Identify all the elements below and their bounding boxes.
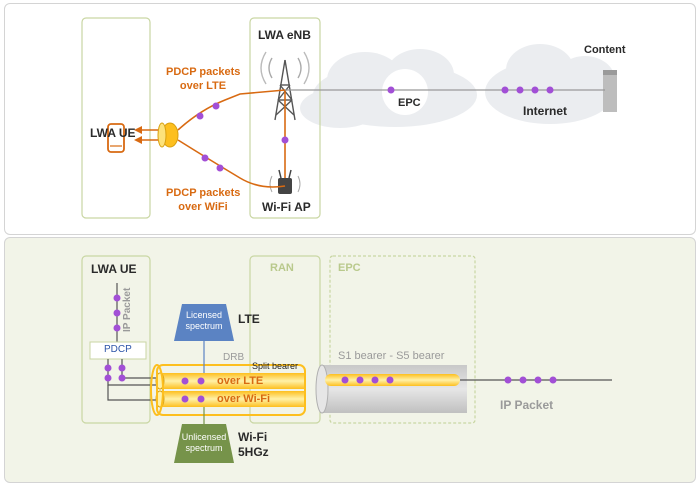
ue-label: LWA UE (90, 126, 136, 140)
s1-bearer-label: S1 bearer - S5 bearer (338, 350, 445, 362)
wifi-path-label-line-2: over WiFi (178, 201, 228, 213)
content-label: Content (584, 44, 626, 56)
server-icon (603, 70, 617, 112)
splitter-connector (134, 122, 179, 148)
phone-icon (107, 123, 125, 153)
lte-path-label: PDCP packets over LTE (166, 65, 240, 93)
unlicensed-spectrum-label: Unlicensed spectrum (176, 432, 232, 454)
ran-box (249, 255, 321, 424)
tube-dots (181, 376, 557, 403)
lte-path-label-line-2: over LTE (179, 80, 227, 92)
ip-packet-label: IP Packet (500, 398, 554, 412)
s1-bearer-tube (315, 364, 467, 414)
drb-tube (150, 364, 306, 416)
enb-box (249, 17, 321, 219)
wifi-path-label: PDCP packets over WiFi (166, 186, 240, 214)
pdcp-box (89, 341, 147, 360)
over-wifi-label: over Wi-Fi (217, 393, 271, 405)
epc-node (382, 69, 428, 115)
wifi-ap-label: Wi-Fi AP (262, 200, 311, 214)
lte-path-label-line-1: PDCP packets (166, 66, 241, 78)
pdcp-label: PDCP (104, 344, 132, 355)
wifi-label-line-2: 5HGz (238, 445, 269, 459)
epc-label: EPC (398, 97, 421, 109)
top-data-paths (177, 89, 286, 188)
ran-label: RAN (270, 262, 294, 274)
drb-label: DRB (223, 352, 245, 363)
over-lte-label: over LTE (217, 375, 264, 387)
licensed-spectrum-shape (174, 304, 234, 341)
split-bearer-label: Split bearer (252, 361, 299, 371)
unlicensed-line-1: Unlicensed (181, 432, 227, 442)
enb-label: LWA eNB (258, 28, 311, 42)
bottom-protocol-panel (4, 237, 696, 483)
wifi-5ghz-label: Wi-Fi 5HGz (238, 430, 269, 460)
wifi-label-line-1: Wi-Fi (238, 430, 268, 444)
top-packet-dots (196, 86, 554, 172)
unlicensed-line-2: spectrum (185, 443, 223, 453)
lte-label: LTE (238, 312, 260, 326)
ip-packet-dots (113, 294, 121, 332)
licensed-line-2: spectrum (185, 321, 223, 331)
bottom-epc-label: EPC (338, 262, 361, 274)
ue-box (81, 17, 151, 219)
ip-packet-vertical-label: IP Packet (122, 287, 133, 332)
licensed-spectrum-label: Licensed spectrum (176, 310, 232, 332)
bottom-ue-label: LWA UE (91, 262, 137, 276)
pdcp-dots (104, 364, 126, 382)
licensed-line-1: Licensed (185, 310, 223, 320)
unlicensed-spectrum-shape (174, 424, 234, 463)
internet-label: Internet (523, 104, 568, 118)
wifi-path-label-line-1: PDCP packets (166, 187, 241, 199)
bottom-ue-box (81, 255, 151, 424)
